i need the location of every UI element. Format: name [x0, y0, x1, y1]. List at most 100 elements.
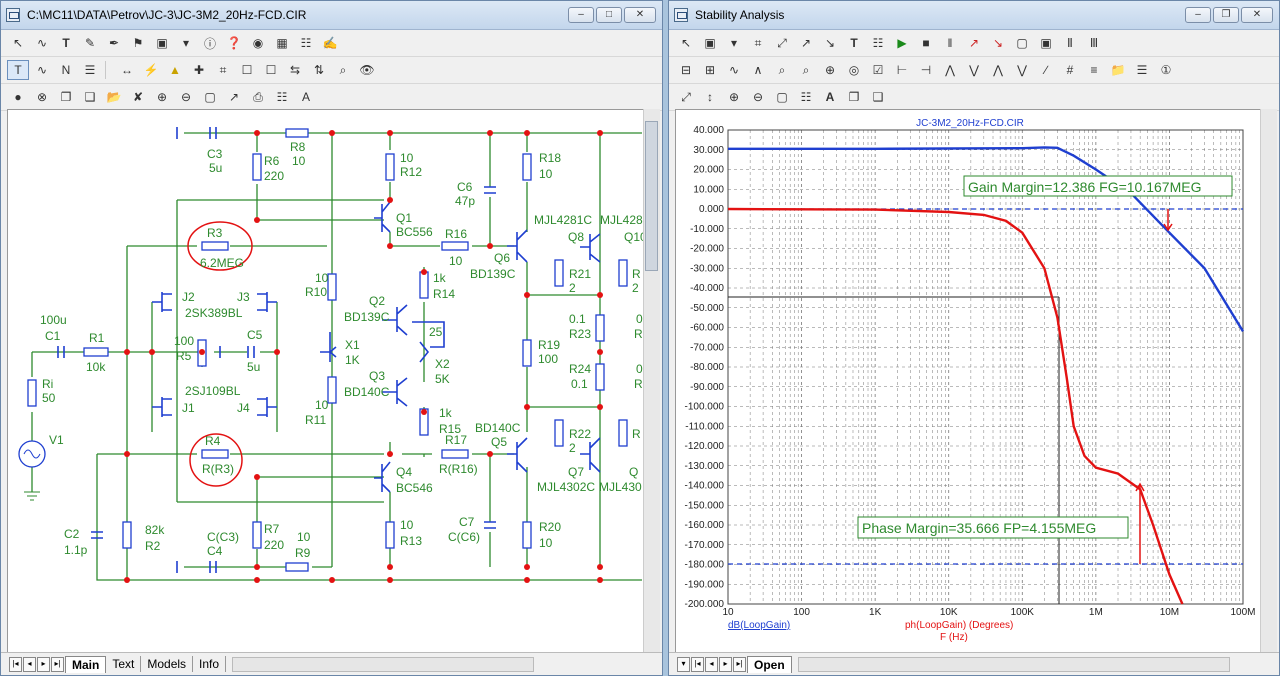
schematic-canvas[interactable]: C3 5u R8 10 R6 220 10 R12 Q1 BC556 R3 6.…	[7, 109, 649, 653]
power-icon[interactable]: ⚡	[143, 63, 159, 77]
fit-y-icon[interactable]: ↕	[707, 90, 713, 104]
tab-open[interactable]: Open	[747, 655, 792, 673]
pause-icon[interactable]: ‖	[947, 36, 953, 50]
fit-icon[interactable]: ⤢	[681, 89, 691, 104]
component-tool-icon[interactable]: ▣	[156, 36, 168, 50]
hash-icon[interactable]: #	[1066, 63, 1074, 77]
node-names-icon[interactable]: ∿	[36, 63, 48, 77]
plot-hscroll[interactable]	[797, 656, 1230, 672]
tab-models[interactable]: Models	[141, 656, 194, 672]
help-icon[interactable]: ❓	[226, 36, 242, 50]
stop-icon[interactable]: ●	[14, 90, 22, 104]
paste-icon[interactable]: ❑	[872, 90, 884, 104]
draw-tool-icon[interactable]: ✒	[108, 36, 120, 50]
info-icon[interactable]: ⓘ	[203, 36, 216, 51]
scroll-thumb[interactable]	[645, 121, 658, 271]
frame2-icon[interactable]: ▣	[1040, 36, 1052, 50]
low-icon[interactable]: ⋁	[1017, 63, 1027, 77]
close-button[interactable]: ✕	[1241, 7, 1273, 23]
dropdown-icon[interactable]: ▾	[677, 656, 690, 672]
minimize-button[interactable]: –	[568, 7, 594, 23]
copy-icon[interactable]: ❐	[60, 90, 72, 104]
scale-icon[interactable]: ⤢	[777, 35, 787, 50]
restore-button[interactable]: ❐	[1213, 7, 1239, 23]
paste-icon[interactable]: ❑	[84, 90, 96, 104]
zoom-out-icon[interactable]: ⊖	[180, 90, 192, 104]
print-icon[interactable]: ⎙	[253, 89, 263, 104]
first-page-icon[interactable]: |◂	[9, 656, 22, 672]
plot-vscroll[interactable]	[1260, 109, 1277, 653]
tab-text[interactable]: Text	[106, 656, 142, 672]
open-icon[interactable]: 📂	[106, 90, 122, 104]
node-numbers-icon[interactable]: N	[61, 63, 71, 77]
text-tool-icon[interactable]: T	[62, 36, 70, 50]
delete-icon[interactable]: ✘	[132, 90, 144, 104]
high-icon[interactable]: ⋀	[993, 63, 1003, 77]
mirror-icon[interactable]: ⇅	[313, 63, 325, 77]
schematic-hscroll[interactable]	[232, 656, 535, 672]
tab-main[interactable]: Main	[65, 655, 107, 673]
flip-icon[interactable]: ⇆	[289, 63, 301, 77]
bars-icon[interactable]: ≡	[1090, 63, 1098, 77]
peak-icon[interactable]: ∧	[753, 63, 763, 77]
chart2-icon[interactable]: ↘	[992, 36, 1004, 50]
tag2-icon[interactable]: ↘	[824, 36, 836, 50]
zoom-out-icon[interactable]: ⊖	[752, 90, 764, 104]
probe-icon[interactable]: ↗	[228, 90, 240, 104]
zoom-icon[interactable]: ⊕	[824, 63, 836, 77]
zoom-in-icon[interactable]: ⊕	[728, 90, 740, 104]
dropdown-icon[interactable]: ▾	[730, 36, 738, 50]
run-icon[interactable]: ▶	[897, 36, 907, 50]
zoom-fit-icon[interactable]: ▢	[204, 90, 216, 104]
last-page-icon[interactable]: ▸|	[733, 656, 746, 672]
zoom-rect-icon[interactable]: ⌗	[754, 35, 762, 50]
cross-icon[interactable]: ✚	[193, 63, 205, 77]
find-icon[interactable]: ⌕	[339, 62, 347, 77]
zoom-in-icon[interactable]: ⊕	[156, 90, 168, 104]
zoom-fit-icon[interactable]: ▢	[776, 90, 788, 104]
wire-tool-icon[interactable]: ∿	[36, 36, 48, 50]
voltage-icon[interactable]: ☰	[84, 63, 96, 77]
numeric-icon[interactable]: ①	[1160, 63, 1172, 77]
minus-icon[interactable]: ⊟	[680, 63, 692, 77]
search2-icon[interactable]: ⌕	[802, 62, 810, 77]
properties-icon[interactable]: ☷	[872, 36, 884, 50]
tag-icon[interactable]: ↗	[800, 36, 812, 50]
current-icon[interactable]: ↔	[121, 63, 133, 77]
grid-icon[interactable]: ▦	[276, 36, 288, 50]
valley-icon[interactable]: ⋁	[969, 63, 979, 77]
schematic-vscroll[interactable]	[643, 109, 660, 653]
cancel-icon[interactable]: ⊗	[36, 90, 48, 104]
list-icon[interactable]: ☰	[1136, 63, 1148, 77]
cursor2-icon[interactable]: ⊣	[920, 63, 932, 77]
prev-page-icon[interactable]: ◂	[705, 656, 718, 672]
check-icon[interactable]: ☑	[872, 63, 884, 77]
warning-icon[interactable]: ▲	[169, 63, 181, 77]
cursor-icon[interactable]: ⊢	[896, 63, 908, 77]
folder-icon[interactable]: 📁	[1110, 63, 1126, 77]
first-page-icon[interactable]: |◂	[691, 656, 704, 672]
next-page-icon[interactable]: ▸	[719, 656, 732, 672]
copy-icon[interactable]: ❐	[848, 90, 860, 104]
flag-tool-icon[interactable]: ⚑	[132, 36, 144, 50]
target-icon[interactable]: ◎	[848, 63, 860, 77]
matrix-icon[interactable]: ☷	[276, 90, 288, 104]
slope-icon[interactable]: ∕	[1044, 63, 1047, 77]
next-page-icon[interactable]: ▸	[37, 656, 50, 672]
stop-icon[interactable]: ■	[922, 36, 930, 50]
prev-page-icon[interactable]: ◂	[23, 656, 36, 672]
peak2-icon[interactable]: ⋀	[945, 63, 955, 77]
maximize-button[interactable]: □	[596, 7, 622, 23]
pin-text-icon[interactable]: T	[7, 60, 29, 80]
dropdown-icon[interactable]: ▾	[182, 36, 190, 50]
font-icon[interactable]: A	[825, 90, 835, 104]
pen-tool-icon[interactable]: ✎	[84, 36, 96, 50]
columns2-icon[interactable]: Ⅲ	[1089, 36, 1099, 50]
select-tool-icon[interactable]: ↖	[680, 36, 692, 50]
font-icon[interactable]: A	[301, 90, 310, 104]
component-tool-icon[interactable]: ▣	[704, 36, 716, 50]
chart-icon[interactable]: ↗	[968, 36, 980, 50]
table-icon[interactable]: ☷	[300, 36, 312, 50]
minimize-button[interactable]: –	[1185, 7, 1211, 23]
